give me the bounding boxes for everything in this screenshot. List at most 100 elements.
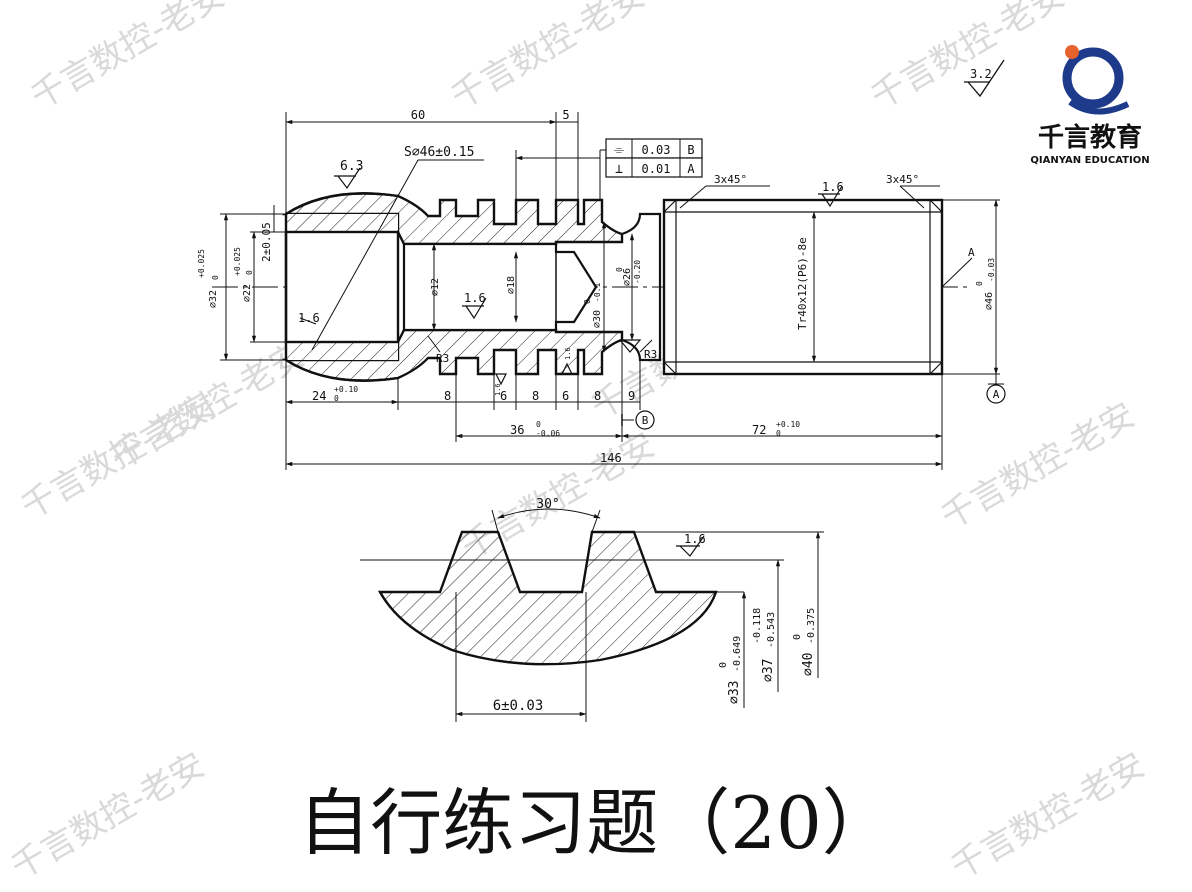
datum-a-ref: A <box>968 246 975 259</box>
watermark-2: 千言数控-老安 <box>445 0 652 118</box>
logo-swoosh-icon <box>1068 99 1130 115</box>
tolerance-value-1: 0.03 <box>642 143 671 157</box>
dim-pitch: 6±0.03 <box>493 698 544 714</box>
watermark-3: 千言数控-老安 <box>865 0 1072 118</box>
logo-subtitle: QIANYAN EDUCATION <box>1030 155 1149 166</box>
dim-dia-37-tol-lo: -0.543 <box>766 612 777 648</box>
geometric-tolerances: ⌯ 0.03 B ⊥ 0.01 A <box>605 138 703 178</box>
dim-8c: 8 <box>594 389 601 403</box>
datum-b-label: B <box>642 414 649 427</box>
datum-a-circle-icon <box>986 384 1006 404</box>
radius-right: R3 <box>644 348 657 361</box>
roughness-inner: 1.6 <box>464 291 486 305</box>
dim-dia-40-tol-up: 0 <box>792 634 803 640</box>
logo-dot-icon <box>1065 45 1079 59</box>
overall-roughness: 3.2 <box>964 59 1005 98</box>
dimension-lines <box>220 112 1004 470</box>
roughness-marks <box>334 167 843 557</box>
dim-2-005: 2±0.05 <box>260 222 273 262</box>
tolerance-symbol-symmetry: ⌯ <box>614 143 625 158</box>
dim-dia-33-tol-up: 0 <box>718 662 729 668</box>
datum-a-label: A <box>993 388 1000 401</box>
watermark-7: 千言数控-老安 <box>105 335 312 478</box>
dim-dia-30-tol-up: 0 <box>583 299 592 304</box>
watermark-9: 千言数控-老安 <box>5 745 212 888</box>
dim-dia-18: ⌀18 <box>506 276 517 294</box>
dim-dia-40: ⌀40 <box>801 653 816 676</box>
watermark-10: 千言数控-老安 <box>945 745 1152 888</box>
roughness-thread: 1.6 <box>822 180 844 194</box>
dim-146: 146 <box>600 451 622 465</box>
watermark-6: 千言数控-老安 <box>935 395 1142 538</box>
bore-22 <box>284 230 400 344</box>
dimension-texts: 60 5 S⌀46±0.15 3x45° 3x45° ⌀32 +0.025 0 … <box>197 108 996 465</box>
dim-dia-22-tol-up: +0.025 <box>233 247 242 276</box>
inner-bore <box>402 242 598 332</box>
thread-profile-detail: 30° 6±0.03 1.6 ⌀33 0 -0.649 ⌀37 -0.118 -… <box>360 497 824 722</box>
radius-left: R3 <box>436 352 449 365</box>
roughness-ball: 6.3 <box>340 159 363 174</box>
dim-dia-12: ⌀12 <box>430 278 441 296</box>
dim-72: 72 <box>752 423 766 437</box>
tolerance-datum-2: A <box>687 162 695 176</box>
dim-dia-26: ⌀26 <box>622 268 633 286</box>
company-logo: 千言教育 QIANYAN EDUCATION <box>1030 45 1150 166</box>
dim-dia-40-tol-lo: -0.375 <box>806 608 817 644</box>
dim-6a: 6 <box>500 389 507 403</box>
dim-dia-46-tol-up: 0 <box>975 281 984 286</box>
dim-dia-30-tol-lo: -0.1 <box>593 283 602 302</box>
dim-dia-26-tol-up: 0 <box>615 267 624 272</box>
dim-9: 9 <box>628 389 635 403</box>
roughness-profile: 1.6 <box>684 532 706 546</box>
tolerance-value-2: 0.01 <box>642 162 671 176</box>
dim-6b: 6 <box>562 389 569 403</box>
dim-dia-37: ⌀37 <box>761 659 776 682</box>
dim-dia-32: ⌀32 <box>208 290 219 308</box>
dim-dia-22: ⌀22 <box>242 284 253 302</box>
neck-radius <box>621 212 662 362</box>
dim-36-tol-lo: -0.06 <box>536 429 560 438</box>
datum-b-circle-icon <box>635 410 655 430</box>
thread-profile-hatched <box>377 530 718 666</box>
dim-72-tol-lo: 0 <box>776 429 781 438</box>
thread-shaft <box>662 198 944 376</box>
datum-markers: B A <box>621 384 1006 430</box>
dim-dia-32-tol-lo: 0 <box>211 275 220 280</box>
dim-36-tol-up: 0 <box>536 420 541 429</box>
logo-name: 千言教育 <box>1038 122 1142 153</box>
part-section-view <box>212 192 972 382</box>
dim-dia-33-tol-lo: -0.649 <box>732 636 743 672</box>
roughness-bore: 1.6 <box>298 311 320 325</box>
tolerance-datum-1: B <box>687 143 694 157</box>
roughness-groove-left: 1.6 <box>494 383 502 396</box>
dim-dia-33: ⌀33 <box>727 681 742 704</box>
dim-angle-30: 30° <box>536 497 559 512</box>
tolerance-symbol-perpendicular: ⊥ <box>615 162 623 177</box>
roughness-overall: 3.2 <box>970 67 992 81</box>
dim-dia-26-tol-lo: -0.20 <box>633 260 642 284</box>
dim-5: 5 <box>562 108 569 122</box>
dim-dia-32-tol-up: +0.025 <box>197 249 206 278</box>
dim-chamfer-left: 3x45° <box>714 173 747 186</box>
thread-spec: Tr40x12(P6)-8e <box>796 237 809 330</box>
roughness-check-icon <box>967 59 1005 98</box>
dim-dia-30: ⌀30 <box>592 310 603 328</box>
dim-72-tol-up: +0.10 <box>776 420 800 429</box>
dim-36: 36 <box>510 423 524 437</box>
page-title: 自行练习题（20） <box>298 781 894 865</box>
dim-dia-37-tol-up: -0.118 <box>752 608 763 644</box>
dim-chamfer-right: 3x45° <box>886 173 919 186</box>
dim-sphere: S⌀46±0.15 <box>404 145 474 160</box>
dim-dia-46: ⌀46 <box>984 292 995 310</box>
roughness-groove-right: 1.6 <box>564 347 572 360</box>
dim-8b: 8 <box>532 389 539 403</box>
dim-60: 60 <box>411 108 425 122</box>
watermark-1: 千言数控-老安 <box>25 0 232 118</box>
dim-24: 24 <box>312 389 326 403</box>
dim-8a: 8 <box>444 389 451 403</box>
dim-24-tol-lo: 0 <box>334 394 339 403</box>
logo-ring-icon <box>1062 47 1124 109</box>
dim-dia-46-tol-lo: -0.03 <box>987 258 996 282</box>
dim-24-tol-up: +0.10 <box>334 385 358 394</box>
